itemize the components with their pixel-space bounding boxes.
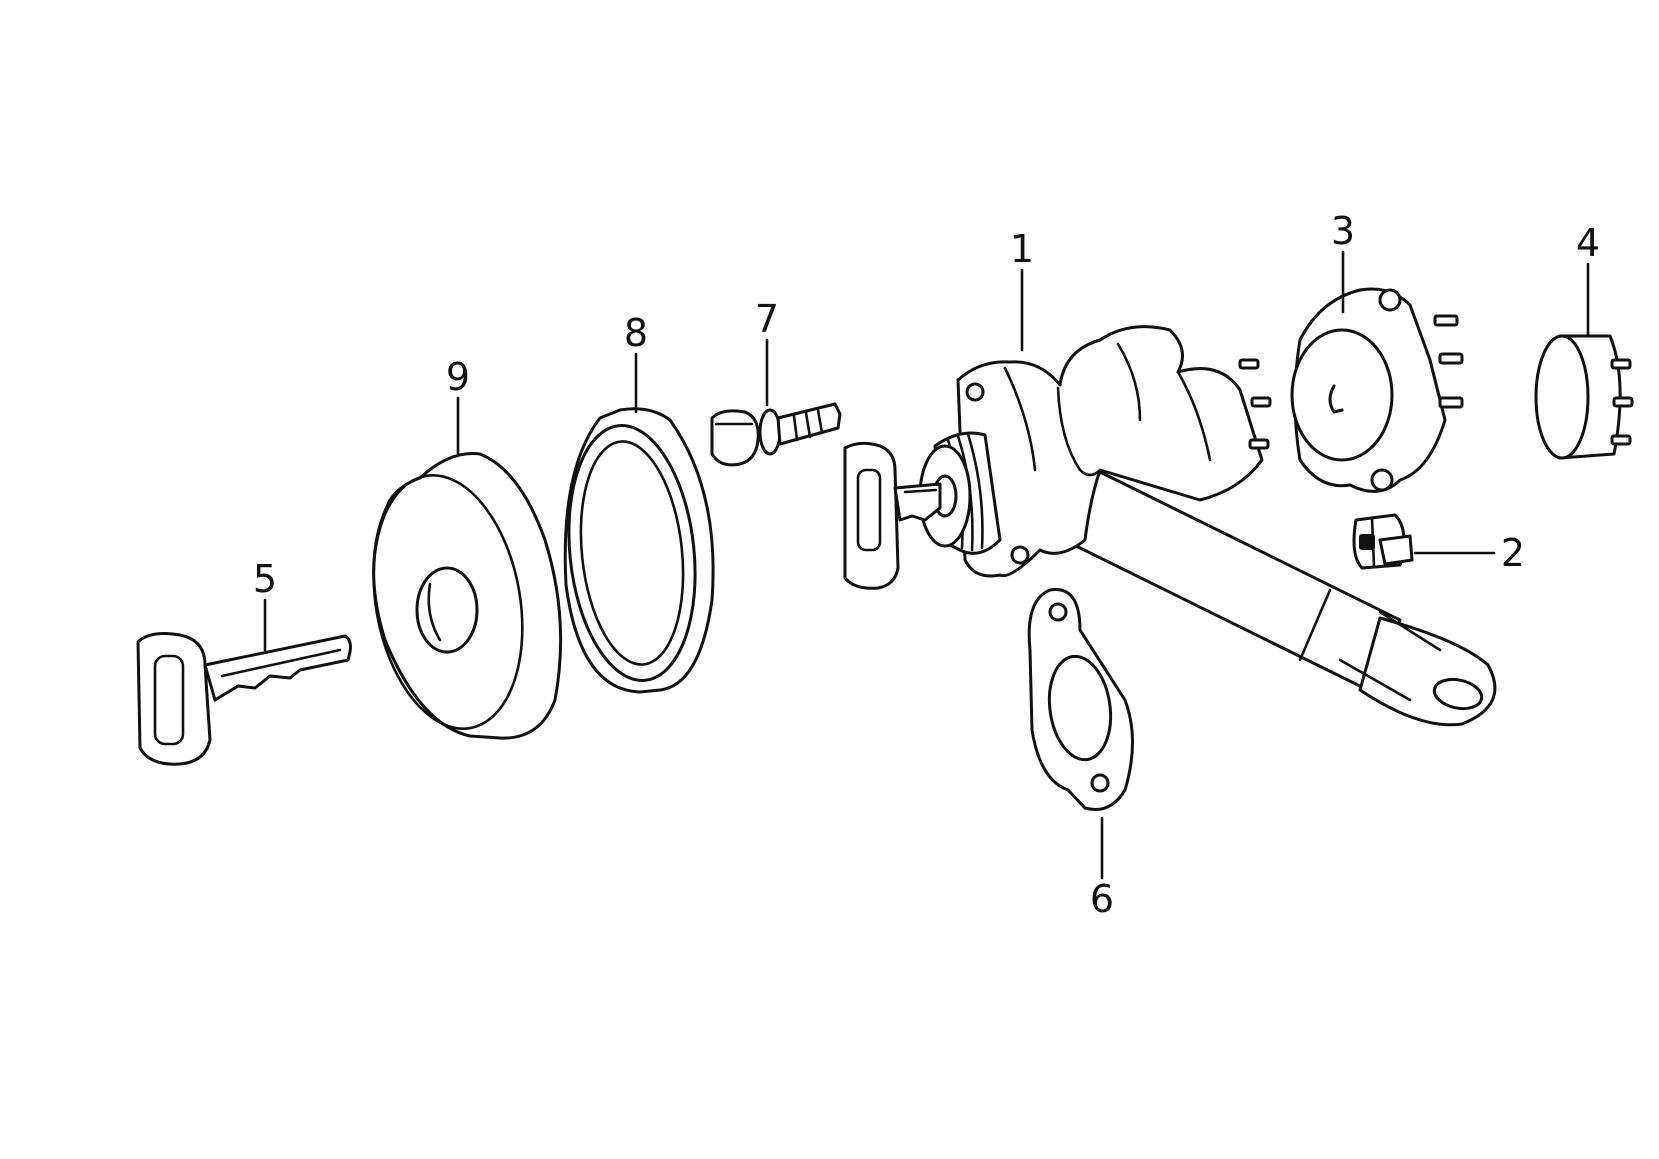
switch-cover-cap (1534, 334, 1634, 460)
callout-8: 8 (624, 311, 648, 355)
callout-2: 2 (1501, 531, 1525, 575)
ignition-switch (1290, 287, 1464, 493)
mounting-bolt (710, 402, 842, 467)
ignition-key (136, 632, 352, 766)
callout-1: 1 (1010, 227, 1034, 271)
connector-plug (1352, 513, 1414, 570)
ring-seal (563, 407, 715, 694)
callout-leaders (263, 250, 1590, 880)
callout-labels: 1 2 3 4 5 6 7 8 9 (253, 209, 1600, 921)
callout-5: 5 (253, 557, 277, 601)
lock-housing (956, 325, 1272, 578)
mounting-gasket (1027, 588, 1134, 811)
callout-3: 3 (1331, 209, 1355, 253)
callout-9: 9 (446, 355, 470, 399)
trim-cap (372, 452, 563, 740)
callout-4: 4 (1576, 221, 1600, 265)
steering-shaft (1066, 470, 1497, 727)
callout-6: 6 (1090, 877, 1114, 921)
steering-lock-assembly (843, 325, 1497, 727)
callout-7: 7 (755, 297, 779, 341)
inserted-key (843, 441, 942, 590)
